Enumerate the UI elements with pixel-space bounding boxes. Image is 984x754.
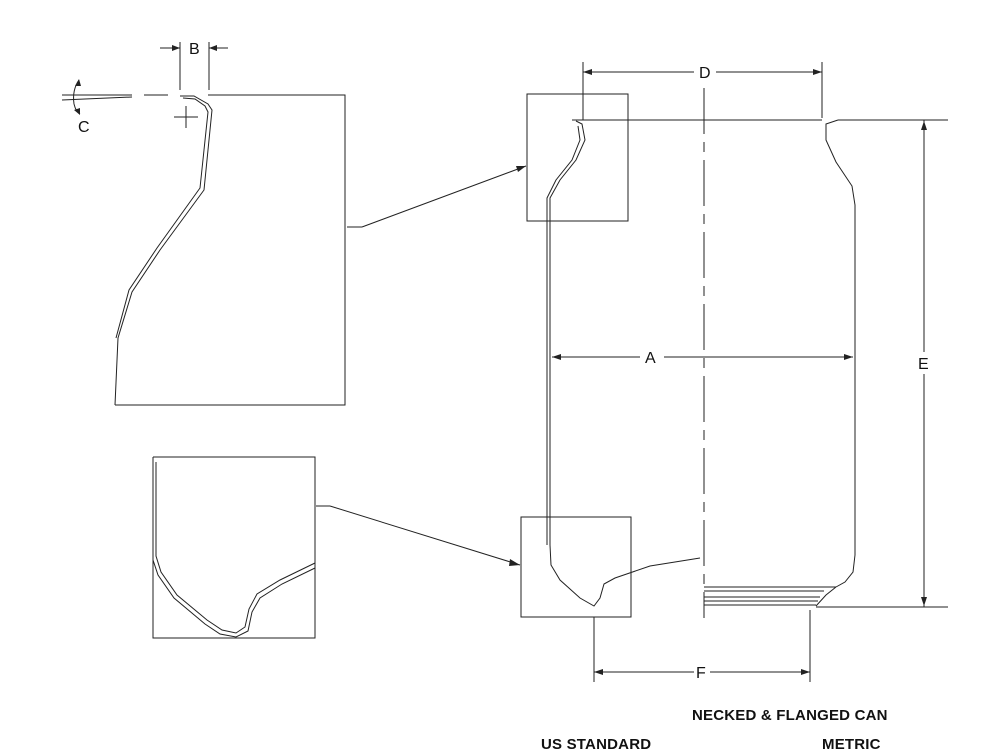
base-detail-frame [152, 456, 316, 639]
base-detail-view [152, 456, 521, 639]
base-detail-arrow-line [329, 505, 521, 566]
can-outline [520, 93, 948, 618]
us-standard-label: US STANDARD [541, 736, 652, 753]
neck-detail-profile-outer [114, 95, 213, 406]
base-detail-profile-inner [155, 462, 316, 634]
label-e: E [918, 356, 929, 373]
neck-detail-arrowhead [516, 166, 526, 172]
drawing-title: NECKED & FLANGED CAN [692, 707, 888, 724]
dimension-a [552, 354, 853, 360]
label-b: B [189, 41, 200, 58]
label-d: D [699, 65, 711, 82]
neck-detail-view [114, 94, 527, 406]
label-a: A [645, 350, 656, 367]
metric-label: METRIC [822, 736, 881, 753]
neck-detail-frame [115, 94, 346, 406]
dimension-c [61, 79, 168, 115]
base-callout-box [520, 516, 632, 618]
base-detail-arrowhead [509, 559, 520, 566]
dimension-f [593, 610, 811, 682]
base-detail-profile-outer [152, 559, 316, 638]
label-c: C [78, 119, 90, 136]
label-f: F [696, 665, 706, 682]
dimension-b [160, 42, 228, 90]
dimension-e [921, 120, 927, 607]
dimension-d [582, 62, 823, 120]
neck-detail-profile-inner [115, 97, 209, 339]
neck-callout-box [526, 93, 629, 222]
neck-detail-arrow-line [361, 165, 527, 228]
